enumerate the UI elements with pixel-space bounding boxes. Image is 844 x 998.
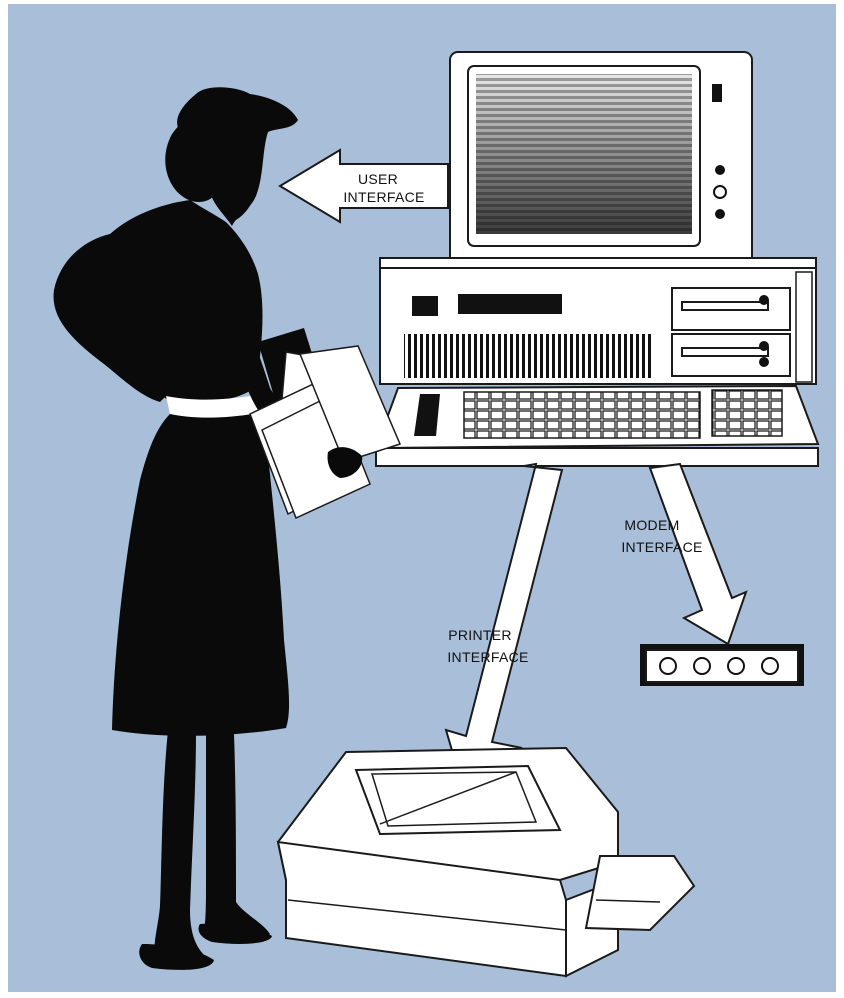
vent-grille	[404, 334, 654, 378]
power-indicator	[712, 84, 722, 102]
modem	[640, 644, 804, 686]
printer-label-line1: PRINTER	[448, 627, 512, 643]
user-label-line2: INTERFACE	[343, 189, 424, 205]
keyboard	[376, 386, 818, 466]
knob	[715, 209, 725, 219]
key-field	[464, 392, 700, 438]
printer-label-line2: INTERFACE	[447, 649, 528, 665]
monitor	[450, 52, 752, 270]
user-label-line1: USER	[358, 171, 398, 187]
modem-label-line1: MODEM	[624, 517, 679, 533]
modem-label-line2: INTERFACE	[621, 539, 702, 555]
knob	[715, 165, 725, 175]
system-unit	[380, 258, 816, 384]
knob	[714, 186, 726, 198]
keypad	[712, 390, 782, 436]
